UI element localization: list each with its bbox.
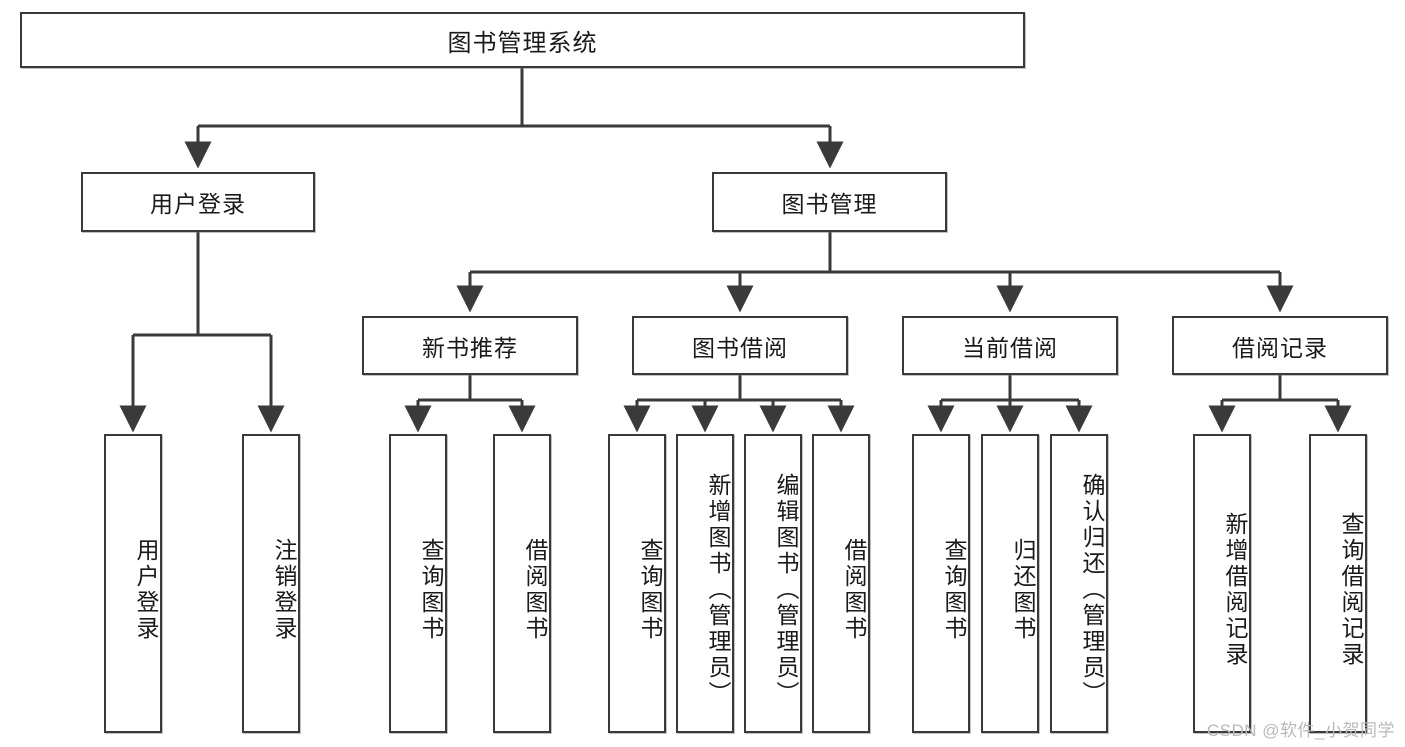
leaf-confirm-return[interactable]: 确认归还（管理员） xyxy=(1050,434,1108,733)
node-book-borrow[interactable]: 图书借阅 xyxy=(632,316,848,375)
leaf-borrow-book-2[interactable]: 借阅图书 xyxy=(812,434,870,733)
leaf-query-book-2[interactable]: 查询图书 xyxy=(608,434,666,733)
leaf-logout[interactable]: 注销登录 xyxy=(242,434,300,733)
leaf-add-borrow-record[interactable]: 新增借阅记录 xyxy=(1193,434,1251,733)
leaf-query-book-3[interactable]: 查询图书 xyxy=(912,434,970,733)
leaf-edit-book[interactable]: 编辑图书（管理员） xyxy=(744,434,802,733)
leaf-return-book[interactable]: 归还图书 xyxy=(981,434,1039,733)
watermark-text: CSDN @软件_小贺同学 xyxy=(1206,721,1395,740)
leaf-user-login[interactable]: 用户登录 xyxy=(104,434,162,733)
leaf-query-book-1[interactable]: 查询图书 xyxy=(389,434,447,733)
leaf-query-borrow-record[interactable]: 查询借阅记录 xyxy=(1309,434,1367,733)
node-borrow-record[interactable]: 借阅记录 xyxy=(1172,316,1388,375)
leaf-add-book[interactable]: 新增图书（管理员） xyxy=(676,434,734,733)
node-current-borrow[interactable]: 当前借阅 xyxy=(902,316,1118,375)
node-new-book-recommend[interactable]: 新书推荐 xyxy=(362,316,578,375)
node-root-system[interactable]: 图书管理系统 xyxy=(20,12,1025,68)
node-user-login[interactable]: 用户登录 xyxy=(81,172,315,232)
node-book-management[interactable]: 图书管理 xyxy=(712,172,947,232)
leaf-borrow-book-1[interactable]: 借阅图书 xyxy=(493,434,551,733)
